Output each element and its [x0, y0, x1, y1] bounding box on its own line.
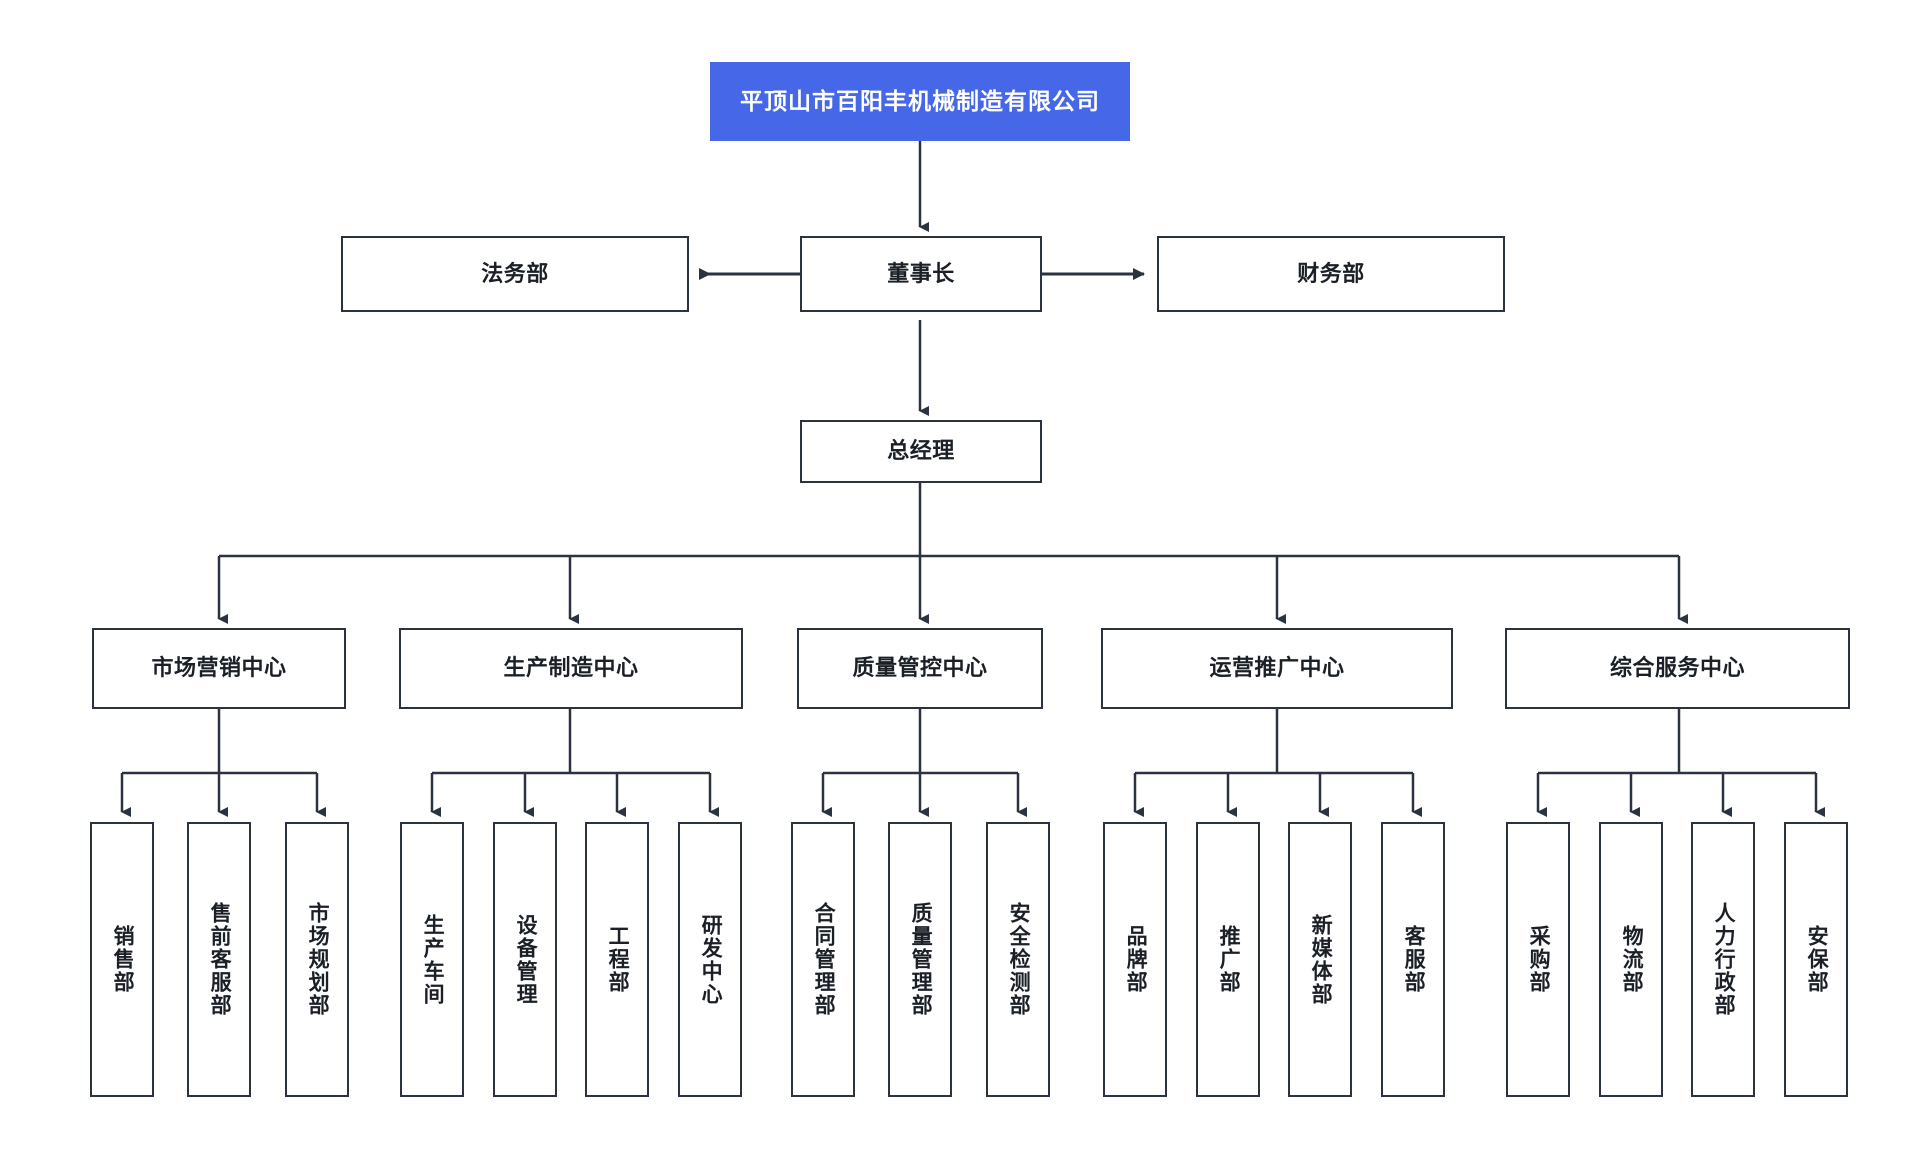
node-general-manager[interactable]: 总经理 [800, 420, 1042, 483]
node-label-c4b: 推广部 [1217, 925, 1241, 994]
node-label-center-1: 市场营销中心 [151, 655, 287, 681]
node-leaf-promotion[interactable]: 推广部 [1196, 822, 1260, 1097]
node-label-company: 平顶山市百阳丰机械制造有限公司 [740, 87, 1100, 114]
node-leaf-sales[interactable]: 销售部 [90, 822, 154, 1097]
node-label-c3a: 合同管理部 [812, 902, 836, 1017]
node-leaf-security[interactable]: 安保部 [1784, 822, 1848, 1097]
node-leaf-equipment-management[interactable]: 设备管理 [493, 822, 557, 1097]
node-center-operations[interactable]: 运营推广中心 [1101, 628, 1453, 709]
node-leaf-logistics[interactable]: 物流部 [1599, 822, 1663, 1097]
node-leaf-production-workshop[interactable]: 生产车间 [400, 822, 464, 1097]
node-label-c2d: 研发中心 [699, 913, 723, 1006]
node-finance-department[interactable]: 财务部 [1157, 236, 1505, 312]
node-label-c1a: 销售部 [111, 925, 135, 994]
node-leaf-quality-management[interactable]: 质量管理部 [888, 822, 952, 1097]
node-leaf-brand[interactable]: 品牌部 [1103, 822, 1167, 1097]
node-leaf-customer-service[interactable]: 客服部 [1381, 822, 1445, 1097]
node-center-general-services[interactable]: 综合服务中心 [1505, 628, 1850, 709]
node-label-c2c: 工程部 [606, 925, 630, 994]
node-leaf-contract-management[interactable]: 合同管理部 [791, 822, 855, 1097]
node-leaf-new-media[interactable]: 新媒体部 [1288, 822, 1352, 1097]
node-label-c3c: 安全检测部 [1007, 902, 1031, 1017]
node-label-c5c: 人力行政部 [1712, 902, 1736, 1017]
node-label-center-5: 综合服务中心 [1609, 655, 1745, 681]
node-chairman[interactable]: 董事长 [800, 236, 1042, 312]
node-label-c4d: 客服部 [1402, 925, 1426, 994]
node-leaf-hr-admin[interactable]: 人力行政部 [1691, 822, 1755, 1097]
node-label-center-4: 运营推广中心 [1209, 655, 1345, 681]
node-leaf-presales-service[interactable]: 售前客服部 [187, 822, 251, 1097]
node-label-c5a: 采购部 [1527, 925, 1551, 994]
node-leaf-rnd-center[interactable]: 研发中心 [678, 822, 742, 1097]
node-label-c5b: 物流部 [1620, 925, 1644, 994]
node-label-legal: 法务部 [481, 260, 549, 286]
node-label-center-3: 质量管控中心 [852, 655, 988, 681]
node-label-chairman: 董事长 [887, 260, 955, 286]
node-center-manufacturing[interactable]: 生产制造中心 [399, 628, 743, 709]
node-label-c3b: 质量管理部 [909, 902, 933, 1017]
node-label-c2a: 生产车间 [421, 913, 445, 1006]
node-label-c4a: 品牌部 [1124, 925, 1148, 994]
node-label-general-manager: 总经理 [887, 438, 955, 464]
node-label-c2b: 设备管理 [514, 913, 538, 1006]
node-label-finance: 财务部 [1297, 260, 1365, 286]
node-label-center-2: 生产制造中心 [503, 655, 639, 681]
node-company-root[interactable]: 平顶山市百阳丰机械制造有限公司 [710, 62, 1130, 141]
node-leaf-market-planning[interactable]: 市场规划部 [285, 822, 349, 1097]
node-label-c1c: 市场规划部 [306, 902, 330, 1017]
node-leaf-safety-inspection[interactable]: 安全检测部 [986, 822, 1050, 1097]
node-center-marketing[interactable]: 市场营销中心 [92, 628, 346, 709]
node-label-c4c: 新媒体部 [1309, 913, 1333, 1006]
node-label-c1b: 售前客服部 [208, 902, 232, 1017]
node-leaf-procurement[interactable]: 采购部 [1506, 822, 1570, 1097]
node-label-c5d: 安保部 [1805, 925, 1829, 994]
node-legal-department[interactable]: 法务部 [341, 236, 689, 312]
node-center-quality[interactable]: 质量管控中心 [797, 628, 1043, 709]
node-leaf-engineering[interactable]: 工程部 [585, 822, 649, 1097]
